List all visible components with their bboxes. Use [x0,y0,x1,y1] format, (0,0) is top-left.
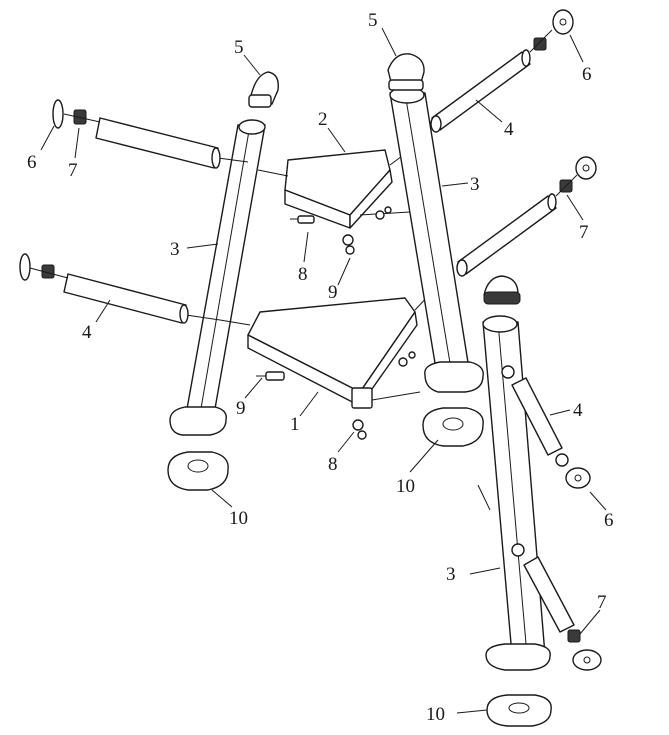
right-lower-roller [511,543,602,671]
callout-6a: 6 [27,152,37,173]
end-cap-right-post [483,275,521,305]
callout-9a: 9 [328,282,338,303]
lower-plate [219,291,433,409]
callout-8a: 8 [298,264,308,285]
callout-2: 2 [318,109,328,130]
callout-5b: 5 [368,10,378,31]
callout-3b: 3 [470,174,480,195]
center-post [389,86,484,393]
callout-10c: 10 [426,704,445,725]
callout-4a: 4 [504,119,514,140]
right-upper-roller [501,365,591,489]
left-lower-roller [19,253,221,324]
callout-3c: 3 [446,564,456,585]
end-cap-center-post [387,53,425,91]
callout-10a: 10 [396,476,415,497]
callout-8b: 8 [328,454,338,475]
callout-5a: 5 [234,37,244,58]
foot-pad-left [167,451,229,491]
callout-7c: 7 [597,592,607,613]
lower-plate-hardware [256,351,416,440]
callout-9b: 9 [236,398,246,419]
callout-7b: 7 [579,222,589,243]
foot-pad-center [422,407,484,447]
left-post [169,119,266,436]
callout-3a: 3 [170,239,180,260]
right-post [482,315,551,671]
callout-6c: 6 [604,510,614,531]
center-upper-roller [430,9,574,133]
upper-plate [257,149,411,229]
callout-4b: 4 [82,322,92,343]
leader-lines [40,27,607,714]
callout-6b: 6 [582,64,592,85]
foot-pad-right [486,694,552,727]
callout-4c: 4 [573,400,583,421]
end-cap-left-post [248,71,279,108]
callout-1: 1 [290,414,300,435]
callout-10b: 10 [229,508,248,529]
upper-plate-hardware [290,206,392,255]
center-lower-roller [456,156,597,277]
left-upper-roller [52,99,249,169]
callout-7a: 7 [68,160,78,181]
callout-labels: 5 5 6 7 6 4 2 3 3 7 8 9 4 9 1 8 4 10 10 … [27,10,614,725]
